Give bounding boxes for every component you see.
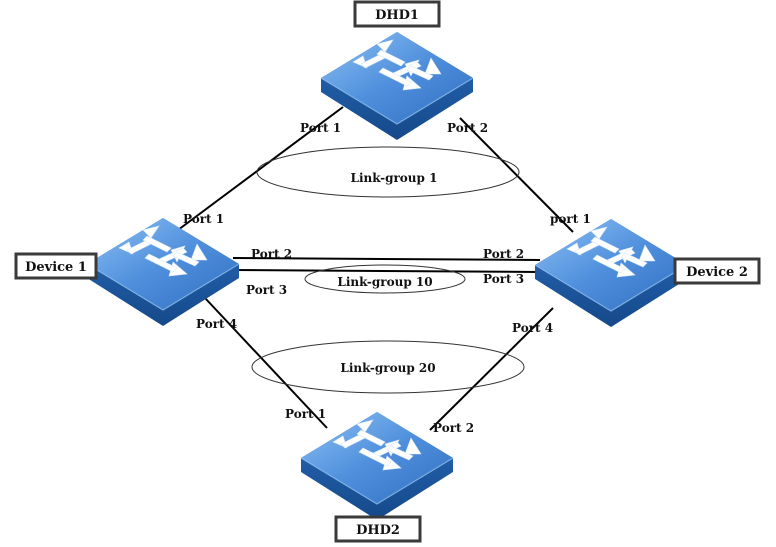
link-group-10-ellipse	[304, 264, 466, 294]
device2-port4-label: Port 4	[512, 321, 553, 335]
device2-port2-label: Port 2	[483, 247, 524, 261]
link-group-1-ellipse	[256, 146, 520, 198]
device1-port3-label: Port 3	[246, 283, 287, 297]
device1-label: Device 1	[25, 260, 87, 275]
device2-port3-label: Port 3	[483, 272, 524, 286]
dhd2-label: DHD2	[356, 523, 400, 538]
device2-label: Device 2	[686, 265, 748, 280]
switch-device2-icon	[534, 218, 688, 328]
device1-port4-label: Port 4	[196, 317, 237, 331]
device1-box	[14, 252, 98, 280]
dhd2-port2-label: Port 2	[433, 421, 474, 435]
dhd2-box	[334, 515, 422, 543]
link-dev1-dhd2	[204, 297, 328, 429]
link-dhd1-dev1	[177, 106, 344, 231]
link-group-20-ellipse	[251, 340, 525, 394]
dhd1-label: DHD1	[375, 8, 419, 23]
dhd2-port1-label: Port 1	[285, 407, 326, 421]
dhd1-port1-label: Port 1	[300, 121, 341, 135]
link-dev1-dev2-port3	[232, 269, 541, 273]
device2-box	[673, 257, 761, 285]
device1-port2-label: Port 2	[251, 247, 292, 261]
link-dev2-dhd2	[429, 307, 554, 431]
link-group-1-label: Link-group 1	[351, 171, 438, 185]
device1-port1-label: Port 1	[183, 212, 224, 226]
device2-port1-label: port 1	[550, 212, 591, 226]
dhd1-box	[353, 0, 441, 28]
link-group-20-label: Link-group 20	[340, 361, 435, 375]
link-dhd1-dev2	[459, 117, 574, 233]
dhd1-port2-label: Port 2	[447, 121, 488, 135]
link-group-10-label: Link-group 10	[337, 275, 432, 289]
link-dev1-dev2-port2	[232, 257, 541, 261]
switch-dhd2-icon	[300, 411, 454, 521]
